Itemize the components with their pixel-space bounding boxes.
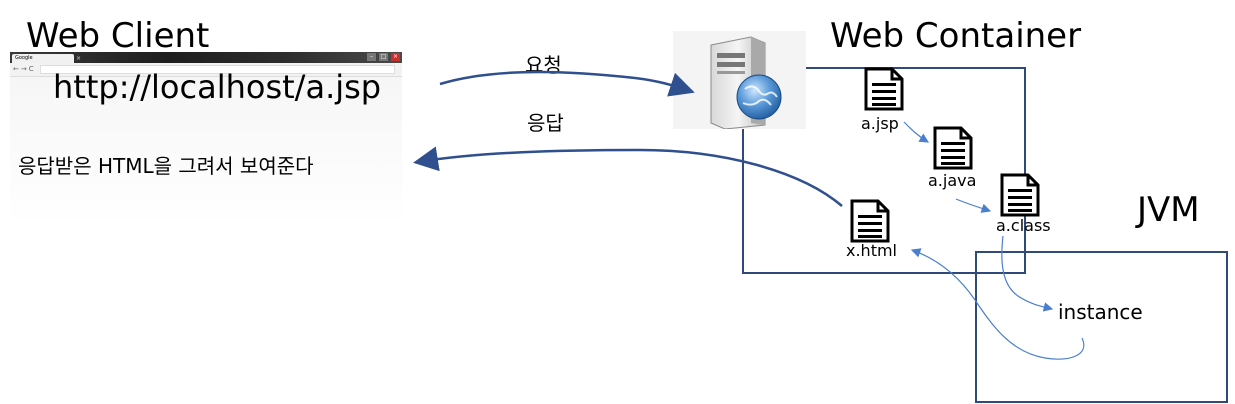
browser-tab[interactable]: Google bbox=[12, 54, 74, 63]
html-file-label: x.html bbox=[846, 241, 897, 260]
maximize-icon[interactable]: □ bbox=[379, 53, 388, 61]
url-text: http://localhost/a.jsp bbox=[53, 68, 382, 106]
instance-to-html-arrow bbox=[910, 248, 1085, 360]
render-description: 응답받은 HTML을 그려서 보여준다 bbox=[18, 154, 314, 178]
nav-arrows-icon[interactable]: ←→C bbox=[13, 65, 36, 73]
java-file-label: a.java bbox=[928, 171, 977, 190]
jsp-to-java-arrow bbox=[903, 121, 930, 143]
close-icon[interactable]: × bbox=[391, 53, 400, 61]
jvm-box bbox=[975, 251, 1228, 403]
tab-close-icon[interactable]: × bbox=[76, 55, 82, 62]
java-to-class-arrow bbox=[955, 198, 992, 213]
jsp-file-icon bbox=[862, 67, 906, 115]
address-bar[interactable] bbox=[40, 65, 395, 74]
request-arrow bbox=[439, 70, 695, 97]
response-label: 응답 bbox=[527, 111, 564, 135]
jvm-title: JVM bbox=[1137, 190, 1200, 230]
browser-tab-bar: Google × – □ × bbox=[10, 52, 402, 63]
minimize-icon[interactable]: – bbox=[367, 53, 376, 61]
web-client-title: Web Client bbox=[26, 16, 210, 56]
browser-toolbar: ←→C bbox=[10, 63, 402, 77]
browser-viewport bbox=[10, 76, 402, 326]
jsp-file-label: a.jsp bbox=[861, 114, 899, 133]
class-to-instance-arrow bbox=[1001, 235, 1054, 312]
class-file-label: a.class bbox=[996, 216, 1051, 235]
request-label: 요청 bbox=[525, 53, 562, 77]
server-icon bbox=[673, 31, 806, 130]
html-file-icon bbox=[848, 199, 892, 247]
class-file-icon bbox=[998, 173, 1042, 221]
window-controls: – □ × bbox=[367, 53, 400, 62]
web-container-title: Web Container bbox=[830, 16, 1082, 56]
response-arrow bbox=[413, 146, 843, 207]
browser-window: Google × – □ × ←→C bbox=[10, 52, 402, 326]
java-file-icon bbox=[931, 126, 975, 174]
instance-label: instance bbox=[1058, 300, 1143, 324]
